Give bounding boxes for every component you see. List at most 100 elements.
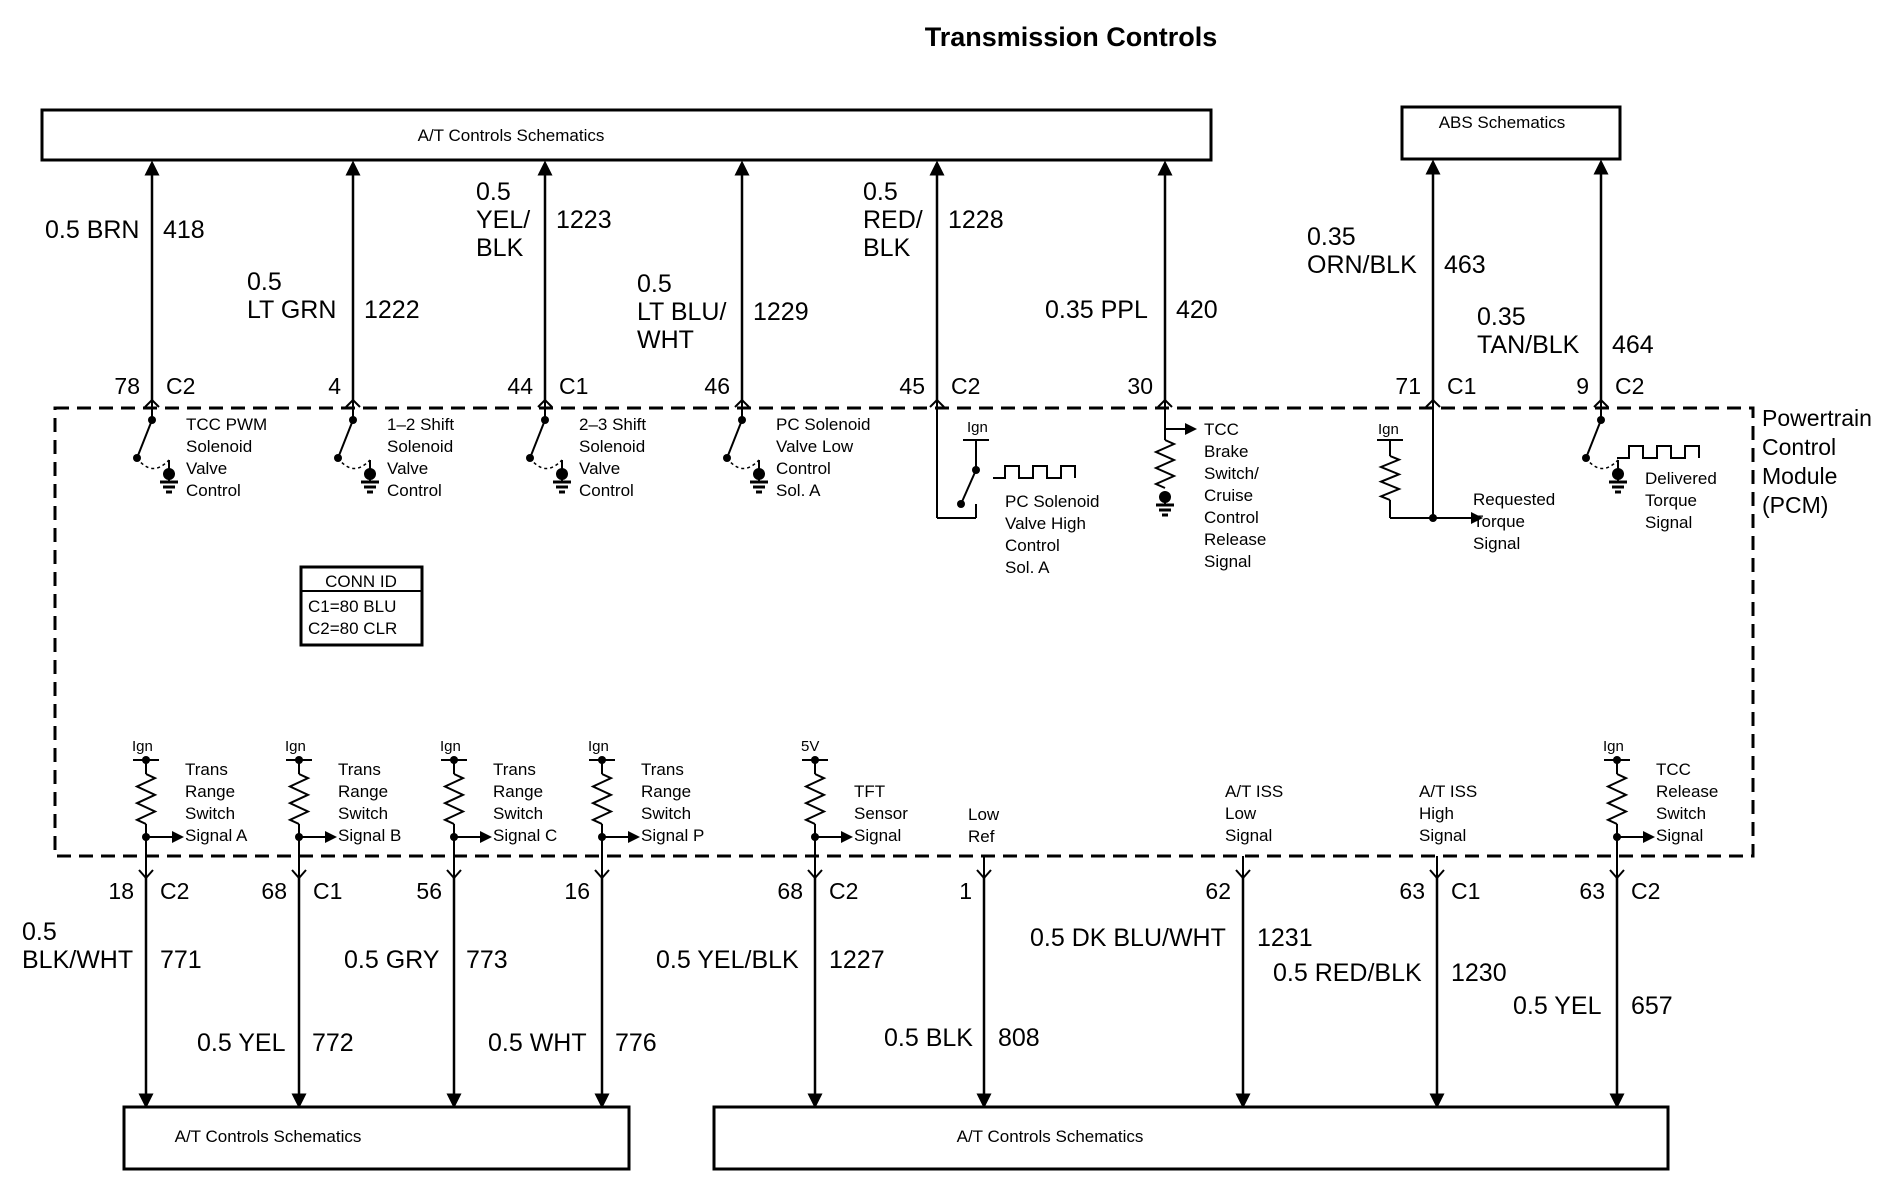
pin-number: 9 — [1576, 373, 1589, 399]
component-label-line: Sol. A — [776, 481, 821, 500]
component-label-line: Solenoid — [579, 437, 645, 456]
wire-color: BLK — [476, 234, 524, 262]
connector-id: C1 — [1451, 878, 1480, 904]
pin-number: 4 — [328, 373, 341, 399]
component-label-line: Control — [579, 481, 634, 500]
component-label-line: 2–3 Shift — [579, 415, 646, 434]
component-label-line: Control — [186, 481, 241, 500]
circuit-number: 1228 — [948, 206, 1004, 234]
component-label-line: Control — [1005, 536, 1060, 555]
component-label-line: Solenoid — [387, 437, 453, 456]
component-label-line: Control — [776, 459, 831, 478]
top-left-schematics-box[interactable] — [40, 108, 1213, 162]
component-label-line: Range — [641, 782, 691, 801]
wire-color: BLK/WHT — [22, 946, 133, 974]
circuit-number: 1229 — [753, 298, 809, 326]
component-label-line: Range — [185, 782, 235, 801]
wire-color: RED/ — [863, 206, 923, 234]
component-label-line: TCC PWM — [186, 415, 267, 434]
ign-label: Ign — [132, 738, 153, 755]
pin-number: 62 — [1205, 878, 1231, 904]
wire-color: 0.5 YEL — [197, 1029, 286, 1057]
circuit-number: 418 — [163, 216, 205, 244]
top-right-abs-box[interactable] — [1400, 105, 1622, 161]
ign-label: Ign — [588, 738, 609, 755]
component-label-line: PC Solenoid — [776, 415, 871, 434]
component-label-line: Sol. A — [1005, 558, 1050, 577]
component-label-line: A/T ISS — [1419, 782, 1477, 801]
pin-number: 68 — [261, 878, 287, 904]
wire-color: LT GRN — [247, 296, 336, 324]
component-label-line: Trans — [185, 760, 228, 779]
component-label-line: Range — [493, 782, 543, 801]
connector-id: C1 — [559, 373, 588, 399]
wire-color: 0.5 BRN — [45, 216, 139, 244]
circuit-number: 1231 — [1257, 924, 1313, 952]
component-label-line: A/T ISS — [1225, 782, 1283, 801]
connector-id: C1 — [1447, 373, 1476, 399]
conn-id-line-1: C1=80 BLU — [308, 597, 396, 616]
component-label-line: Switch — [641, 804, 691, 823]
wire-color: LT BLU/ — [637, 298, 726, 326]
pin-number: 44 — [507, 373, 533, 399]
wire-color: TAN/BLK — [1477, 331, 1580, 359]
wire-color: ORN/BLK — [1307, 251, 1417, 279]
pin-number: 63 — [1579, 878, 1605, 904]
circuit-number: 1227 — [829, 946, 885, 974]
bottom-right-schematics-box[interactable] — [712, 1105, 1670, 1171]
pin-number: 71 — [1395, 373, 1421, 399]
circuit-number: 771 — [160, 946, 202, 974]
component-label-line: Switch — [185, 804, 235, 823]
circuit-number: 420 — [1176, 296, 1218, 324]
component-label-line: Release — [1656, 782, 1718, 801]
pin-number: 1 — [959, 878, 972, 904]
connector-id: C2 — [951, 373, 980, 399]
component-label-line: TCC — [1656, 760, 1691, 779]
component-label-line: Signal P — [641, 826, 704, 845]
pin-number: 63 — [1399, 878, 1425, 904]
component-label-line: Requested — [1473, 490, 1555, 509]
component-label-line: Valve — [579, 459, 620, 478]
component-label-line: High — [1419, 804, 1454, 823]
component-label-line: Switch/ — [1204, 464, 1259, 483]
bottom-left-schematics-box[interactable] — [122, 1105, 631, 1171]
circuit-number: 464 — [1612, 331, 1654, 359]
circuit-number: 776 — [615, 1029, 657, 1057]
component-label-line: Sensor — [854, 804, 908, 823]
component-label-line: Low — [1225, 804, 1257, 823]
bottom-right-schematics-label: A/T Controls Schematics — [957, 1127, 1144, 1146]
connector-id: C2 — [829, 878, 858, 904]
circuit-number: 1223 — [556, 206, 612, 234]
pcm-module-outline — [53, 406, 1755, 858]
ign-label: Ign — [440, 738, 461, 755]
circuit-number: 657 — [1631, 992, 1673, 1020]
connector-id: C2 — [160, 878, 189, 904]
component-label-line: Signal C — [493, 826, 557, 845]
component-label-line: Signal — [854, 826, 901, 845]
ign-label: Ign — [1603, 738, 1624, 755]
connector-id: C2 — [1631, 878, 1660, 904]
top-right-abs-label: ABS Schematics — [1439, 113, 1566, 132]
wire-color: 0.5 — [247, 268, 282, 296]
wire-color: BLK — [863, 234, 911, 262]
conn-id-box: CONN ID C1=80 BLU C2=80 CLR — [299, 565, 424, 647]
component-label-line: Trans — [338, 760, 381, 779]
